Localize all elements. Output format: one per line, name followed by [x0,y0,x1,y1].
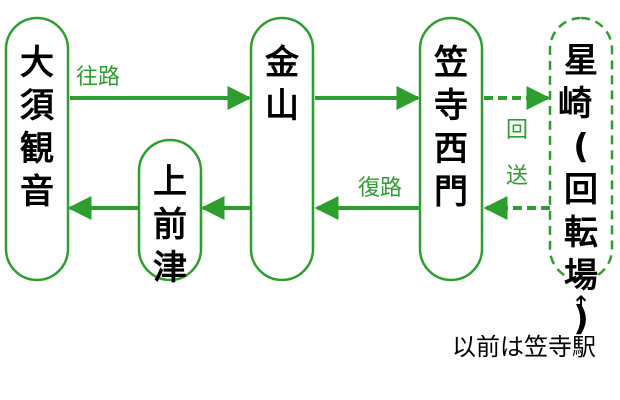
char-glyph: ) [573,299,589,339]
char-glyph: 前 [153,205,187,245]
station-label-kasadera-nishimon: 笠寺西門 [434,43,468,212]
char-glyph: 笠 [434,43,468,83]
char-glyph: 津 [153,248,187,288]
char-glyph: 崎 [558,84,592,124]
node-kanayama [249,16,315,282]
char-glyph: 上 [153,162,187,202]
station-label-kanayama: 金山 [264,43,300,126]
label-deadhead: 回送 [506,118,528,189]
node-hoshizaki [548,16,614,282]
station-label-kamimaezu: 上前津 [153,162,187,288]
char-glyph: 音 [20,172,54,212]
char-glyph: 回 [564,170,598,210]
char-glyph: 門 [434,172,468,212]
char-glyph: 須 [20,86,55,126]
node-osu-kannon [4,16,70,282]
char-glyph: 回 [506,118,528,143]
note-arrow: ↑ [571,291,591,319]
char-glyph: ( [573,127,589,167]
char-glyph: 寺 [434,86,468,126]
char-glyph: 送 [506,164,528,189]
station-label-hoshizaki-line1: 星崎 [558,41,598,124]
char-glyph: 場 [564,256,598,296]
note-text: 以前は笠寺駅 [452,333,596,361]
label-outbound: 往路 [76,65,120,90]
station-label-hoshizaki: 星崎 (回転場) [558,41,604,339]
char-glyph: 大 [20,43,54,83]
label-return: 復路 [358,176,402,201]
char-glyph: 金 [264,43,300,83]
char-glyph: 観 [20,129,54,169]
station-label-osu-kannon: 大須観音 [20,43,55,212]
char-glyph: 西 [434,129,468,169]
char-glyph: 転 [564,213,598,253]
char-glyph: 星 [564,41,598,81]
char-glyph: 山 [265,86,299,126]
node-kasadera-nishimon [418,16,484,282]
station-label-hoshizaki-line2: (回転場) [564,127,598,339]
